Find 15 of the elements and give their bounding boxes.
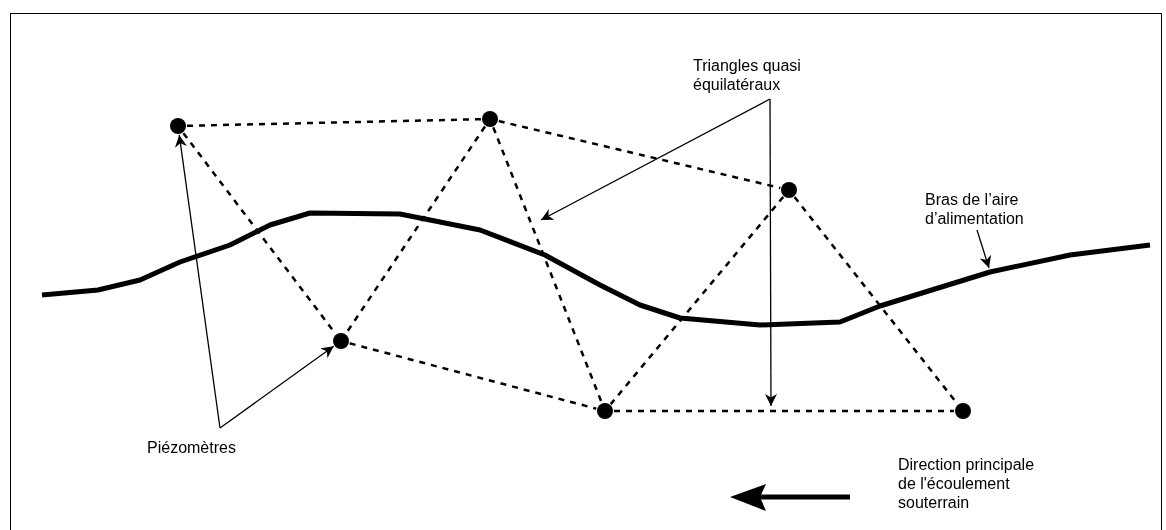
dashed-line	[614, 409, 954, 413]
leader-line	[540, 98, 771, 221]
dashed-line	[492, 126, 603, 404]
leader-line	[764, 98, 777, 407]
leader-line	[174, 134, 221, 429]
callout-label: Direction principale de l'écoulement souterrain	[898, 455, 1056, 512]
callout-label: Triangles quasi équilatéraux	[693, 56, 853, 94]
dashed-line	[349, 342, 597, 410]
callout-label: Bras de l’aire d’alimentation	[925, 190, 1085, 228]
leader-line	[219, 345, 335, 429]
dashed-line	[609, 196, 785, 405]
dashed-line	[186, 117, 482, 128]
leader-line	[976, 229, 992, 269]
dashed-line	[498, 119, 781, 190]
callout-label: Piézomètres	[147, 438, 267, 457]
